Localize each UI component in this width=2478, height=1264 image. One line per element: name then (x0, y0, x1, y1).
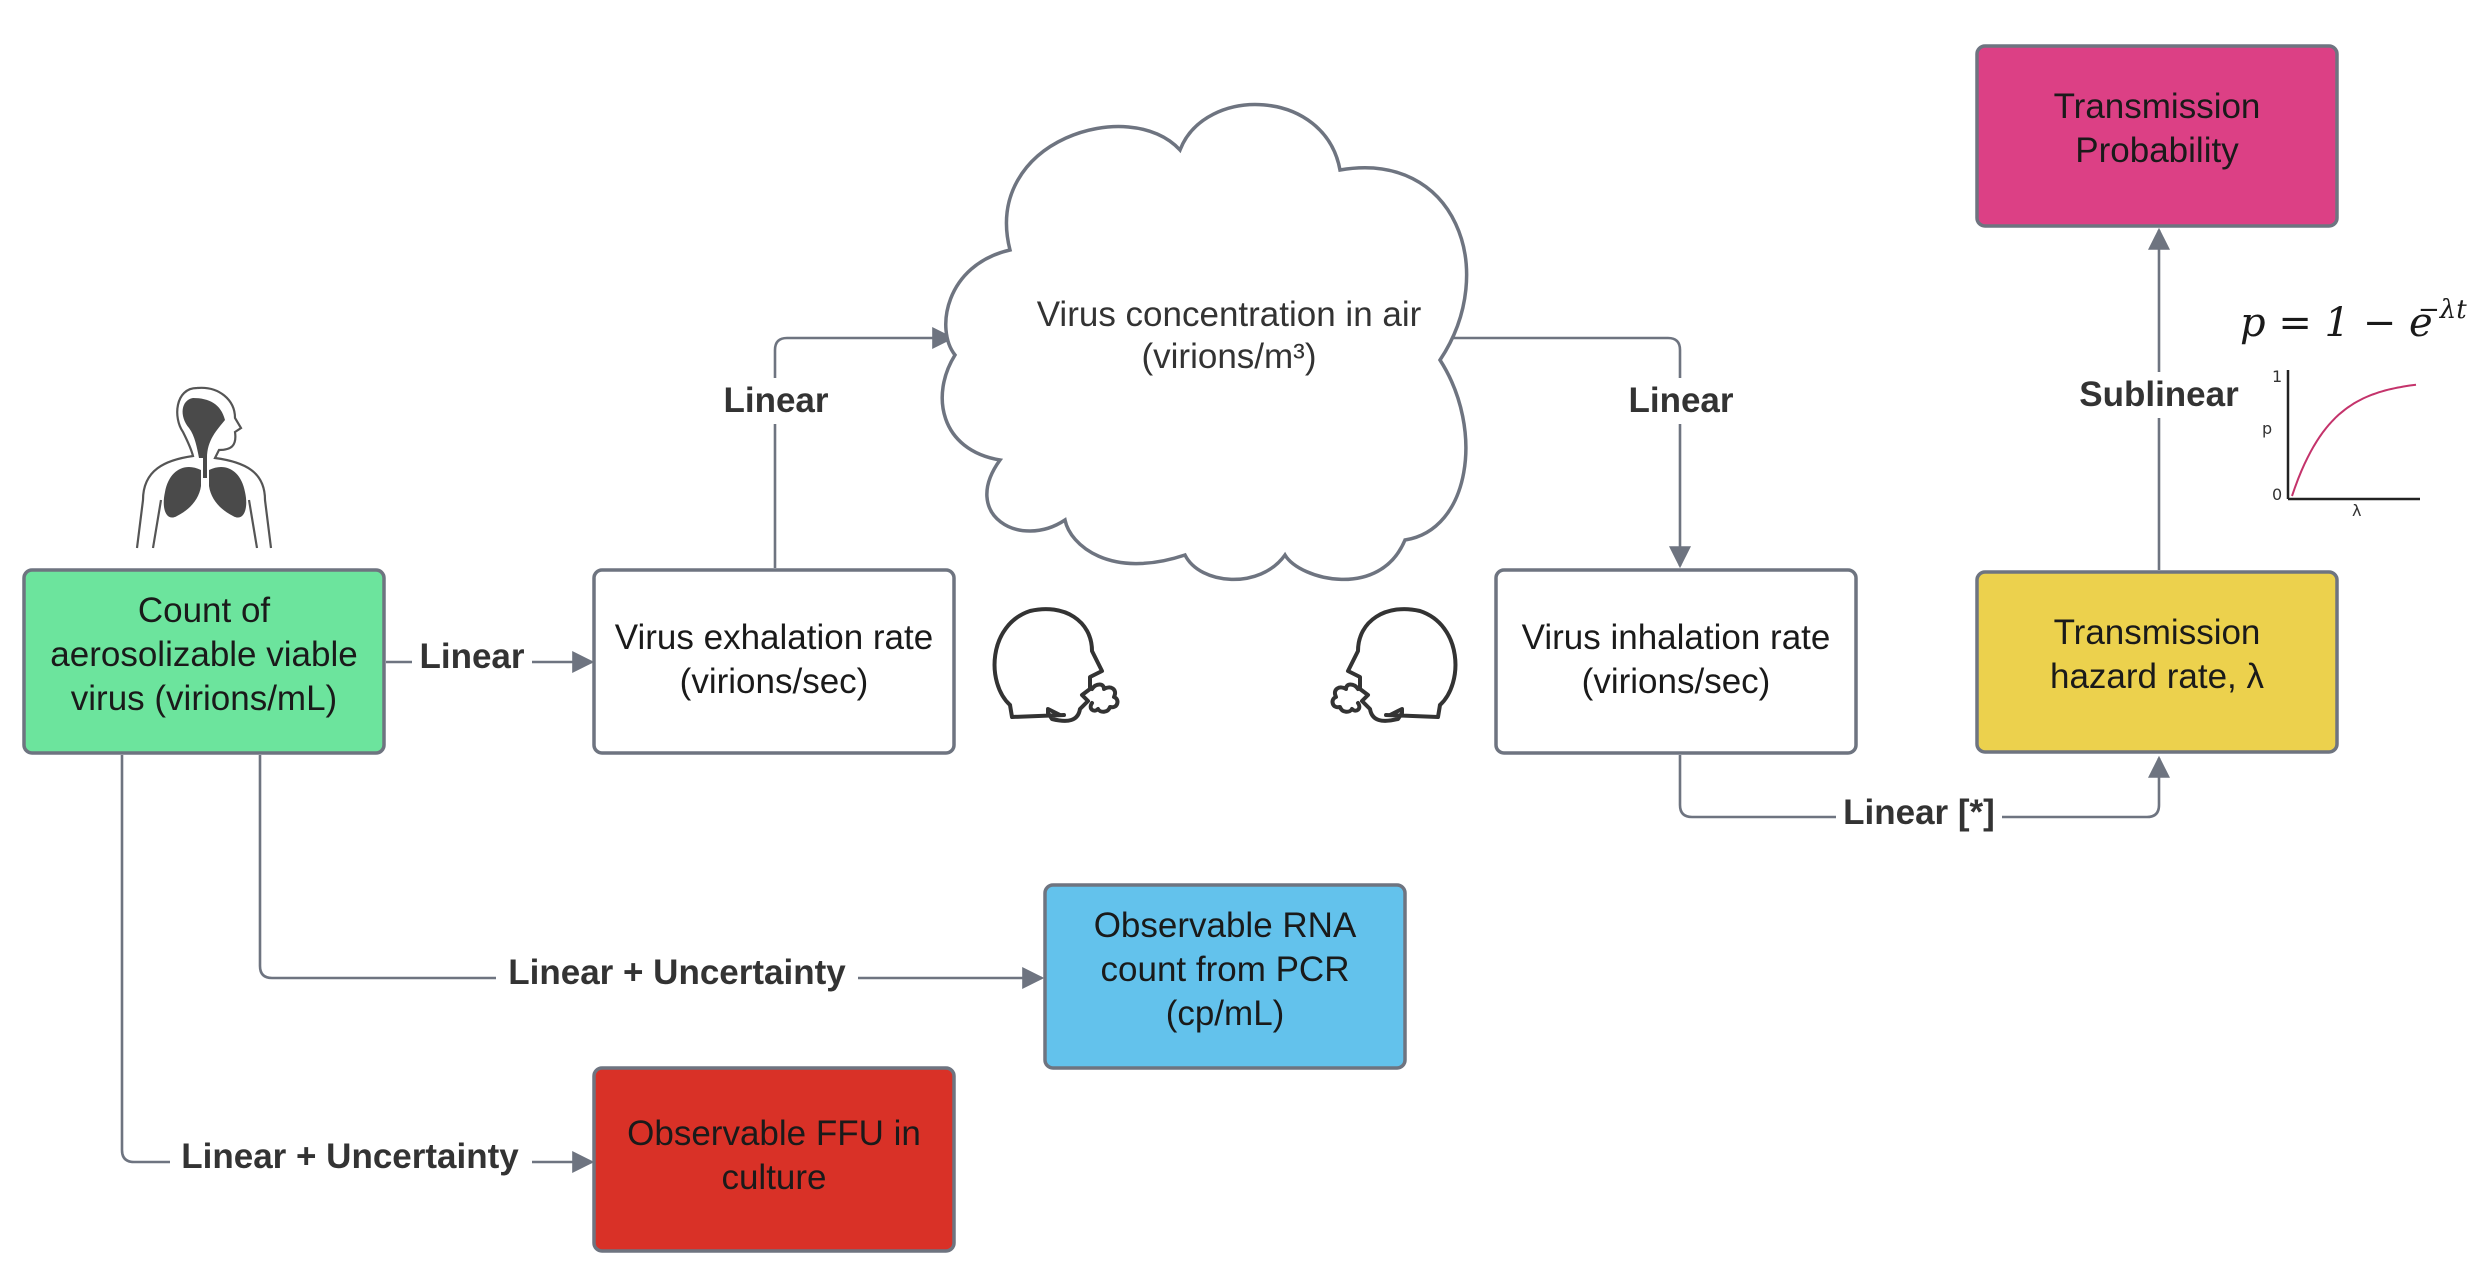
mini-chart-y-tick-top: 1 (2272, 367, 2282, 386)
node-ffu-culture: Observable FFU in culture (592, 1066, 956, 1253)
node-hazard-rate: Transmission hazard rate, λ (1975, 570, 2339, 754)
mini-chart-x-label: λ (2352, 501, 2361, 520)
node-box (22, 568, 386, 755)
edge-label-count-to-exhalation: Linear (412, 637, 532, 684)
edge-label-text: Linear (419, 637, 524, 676)
node-box (1975, 44, 2339, 228)
inhaling-head-icon (1330, 607, 1458, 723)
node-box (1043, 883, 1407, 1070)
node-line-2: (virions/sec) (1582, 662, 1771, 701)
edge-label-count-to-rna: Linear + Uncertainty (496, 953, 858, 1000)
node-line-1: Virus exhalation rate (615, 618, 933, 657)
connector-exhalation-to-cloud (773, 327, 955, 568)
edge-label-hazard-to-probability: Sublinear (2072, 372, 2248, 418)
formula-base: p = 1 − e (2240, 300, 2433, 346)
formula-exponent: −λt (2418, 295, 2467, 325)
node-line-2: aerosolizable viable (50, 635, 357, 674)
exhaling-head-icon (992, 607, 1120, 723)
node-rna-count: Observable RNA count from PCR (cp/mL) (1043, 883, 1407, 1070)
node-line-2: Probability (2075, 131, 2239, 170)
connector-count-to-ffu (120, 755, 595, 1173)
node-box (592, 1066, 956, 1253)
edge-label-text: Linear (1628, 381, 1733, 420)
virus-concentration-cloud: Virus concentration in air (virions/m³) (940, 102, 1469, 582)
edge-label-cloud-to-inhalation: Linear (1616, 378, 1744, 424)
edge-label-text: Linear + Uncertainty (181, 1137, 519, 1176)
node-line-2: count from PCR (1101, 950, 1350, 989)
node-line-1: Transmission (2054, 613, 2261, 652)
node-line-1: Observable FFU in (627, 1114, 921, 1153)
node-line-1: Observable RNA (1094, 906, 1357, 945)
node-line-1: Virus inhalation rate (1522, 618, 1831, 657)
node-exhalation-rate: Virus exhalation rate (virions/sec) (592, 568, 956, 755)
mini-chart-y-label: p (2262, 419, 2272, 438)
node-line-1: Transmission (2054, 87, 2261, 126)
edge-label-count-to-ffu: Linear + Uncertainty (170, 1137, 532, 1184)
node-line-2: (virions/sec) (680, 662, 869, 701)
node-line-3: (cp/mL) (1166, 994, 1285, 1033)
node-line-2: hazard rate, λ (2050, 657, 2264, 696)
cloud-line-1: Virus concentration in air (1037, 295, 1422, 334)
node-box (1975, 570, 2339, 754)
cloud-shape (940, 102, 1469, 582)
connector-cloud-to-inhalation (1448, 336, 1691, 569)
edge-label-text: Linear + Uncertainty (508, 953, 846, 992)
mini-chart-y-tick-bottom: 0 (2272, 485, 2282, 504)
node-line-3: virus (virions/mL) (71, 679, 337, 718)
edge-label-text: Sublinear (2079, 375, 2239, 414)
lungs-body-icon (135, 386, 273, 549)
connector-count-to-rna (258, 755, 1045, 989)
mini-chart: 1 0 p λ (2262, 367, 2420, 520)
node-count-viable-virus: Count of aerosolizable viable virus (vir… (22, 568, 386, 755)
edge-label-inhalation-to-hazard: Linear [*] (1836, 793, 2002, 839)
node-box (592, 568, 956, 755)
node-inhalation-rate: Virus inhalation rate (virions/sec) (1494, 568, 1858, 755)
cloud-line-2: (virions/m³) (1142, 337, 1317, 376)
edge-label-text: Linear [*] (1843, 793, 1995, 832)
edge-label-text: Linear (723, 381, 828, 420)
edge-label-exhalation-to-cloud: Linear (712, 378, 840, 424)
node-transmission-probability: Transmission Probability (1975, 44, 2339, 228)
node-line-1: Count of (138, 591, 271, 630)
mini-chart-curve (2291, 383, 2417, 497)
node-line-2: culture (721, 1158, 826, 1197)
probability-formula: p = 1 − e −λt (2240, 295, 2467, 346)
node-box (1494, 568, 1858, 755)
